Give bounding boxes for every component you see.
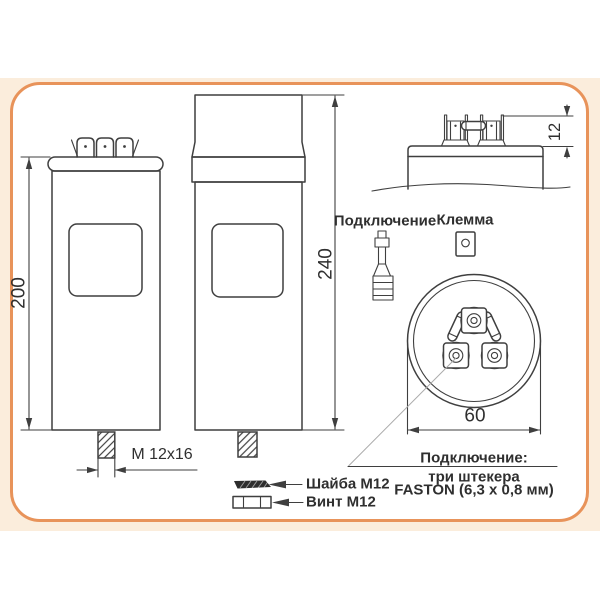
note-line-2: три штекера	[428, 468, 520, 486]
side-body	[194, 181, 303, 431]
klemma-terminal-icon	[455, 231, 476, 257]
dimension-240-label: 240	[315, 248, 337, 280]
side-label-window	[211, 223, 284, 298]
front-view	[47, 137, 164, 478]
dimension-60-label: 60	[464, 405, 486, 427]
washer-icon	[234, 480, 271, 489]
faston-connector-icon	[372, 230, 394, 301]
top-view-inner-circle	[412, 279, 536, 403]
dimension-12	[502, 104, 574, 159]
dimension-60	[406, 343, 542, 435]
stud-thread-label: M 12x16	[131, 446, 193, 463]
washer-label: Шайба М12	[306, 475, 390, 493]
detail-lid	[407, 145, 544, 190]
washer-arrow	[268, 480, 303, 489]
side-collar	[191, 156, 306, 183]
side-top-section	[191, 94, 306, 158]
connection-label: Подключение	[333, 212, 437, 230]
front-lid	[47, 156, 164, 172]
dimension-200	[20, 156, 53, 431]
front-label-window	[68, 223, 143, 297]
top-view-terminals	[442, 306, 509, 370]
front-body	[51, 170, 161, 431]
dimension-200-label: 200	[8, 277, 30, 309]
terminal-detail-view	[371, 114, 571, 192]
top-view	[406, 273, 542, 409]
note-leader-line	[348, 357, 457, 467]
side-stud-m12	[237, 431, 258, 458]
screw-arrow	[272, 498, 304, 507]
top-view-outer-circle	[406, 273, 542, 409]
note-line-3: FASTON (6,3 х 0,8 мм)	[394, 481, 554, 499]
dimension-m12x16	[76, 466, 198, 474]
break-line	[371, 183, 571, 192]
dimension-12-label: 12	[545, 122, 564, 142]
screw-label: Винт М12	[306, 493, 376, 511]
dimension-240	[301, 94, 345, 431]
front-terminals	[70, 137, 140, 158]
front-stud-m12	[97, 431, 116, 459]
terminal-label: Клемма	[436, 211, 494, 229]
side-view	[191, 94, 306, 458]
note-line-1: Подключение:	[420, 449, 528, 467]
detail-terminal-clips	[440, 114, 507, 147]
screw-icon	[232, 495, 272, 509]
